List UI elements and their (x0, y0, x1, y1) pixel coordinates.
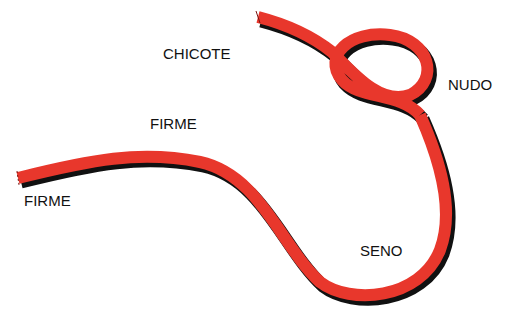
part-label: SENO (360, 243, 403, 260)
knot-loop (258, 17, 427, 115)
cut-end (256, 11, 260, 23)
cut-end (17, 171, 19, 185)
part-label: NUDO (448, 77, 492, 94)
rope-ends (17, 11, 260, 185)
part-label: CHICOTE (163, 46, 231, 63)
rope-shadow-path (21, 119, 449, 299)
rope-body (18, 17, 446, 295)
rope-standing-part (18, 115, 446, 295)
part-label: FIRME (150, 116, 197, 133)
part-label: FIRME (24, 193, 71, 210)
